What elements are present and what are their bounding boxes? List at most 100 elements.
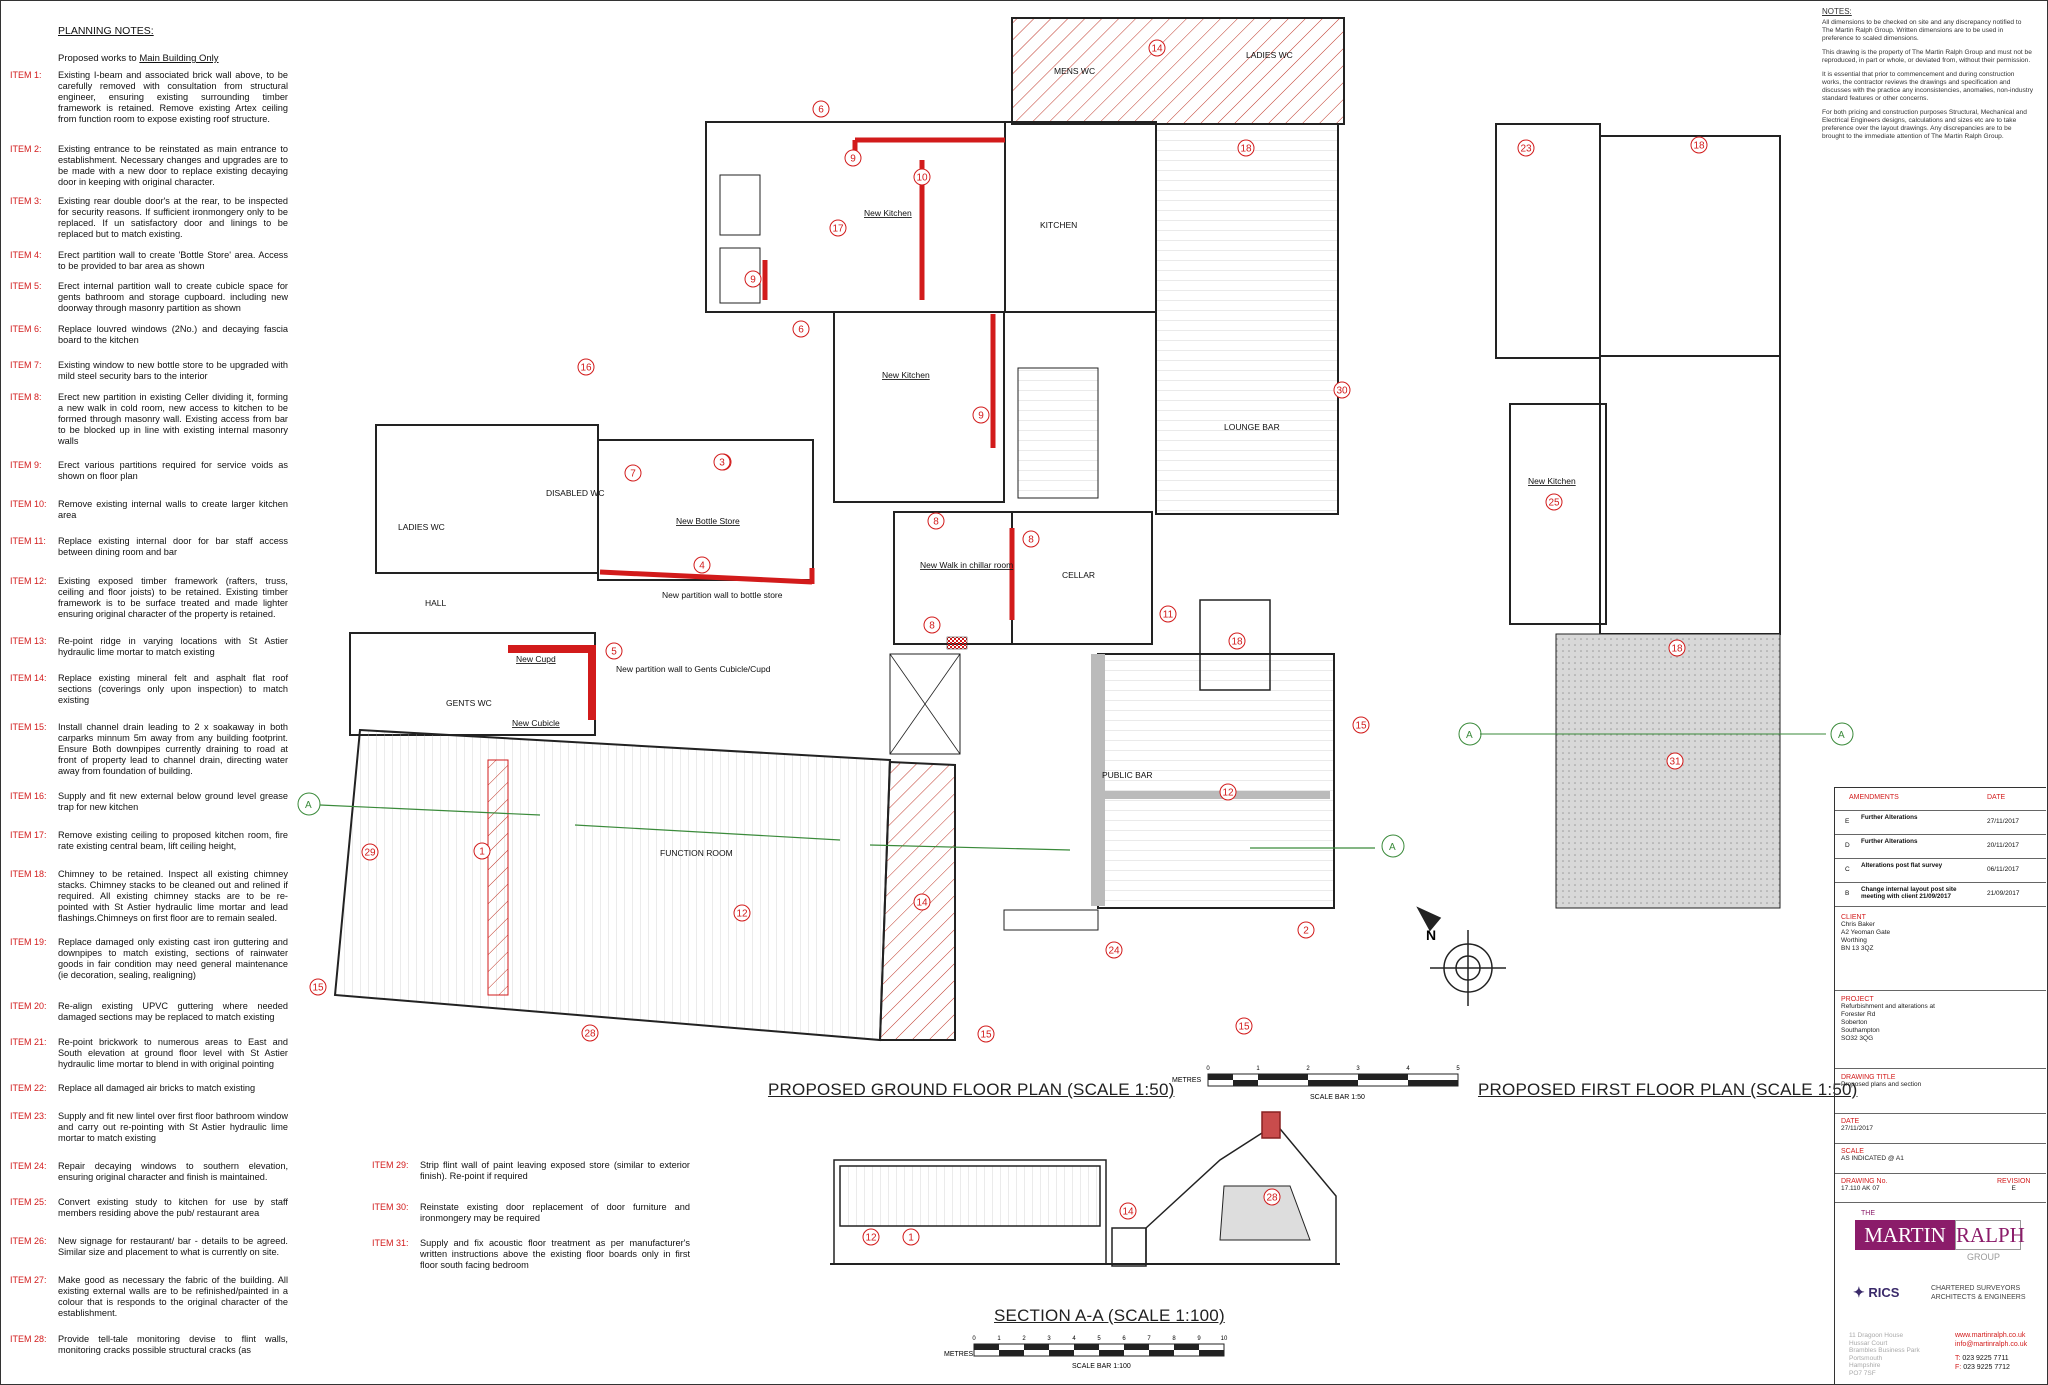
- stair: [1017, 367, 1099, 499]
- firm-line: ARCHITECTS & ENGINEERS: [1931, 1294, 2026, 1301]
- item-bubble: [972, 406, 990, 424]
- drawing-title: Proposed plans and section: [1841, 1081, 1922, 1088]
- room-kitchen: KITCHEN: [1040, 220, 1077, 230]
- item-bubble: [1119, 1202, 1137, 1220]
- item-bubble: [1237, 139, 1255, 157]
- planning-item-text: Erect various partitions required for se…: [58, 460, 288, 481]
- planning-item-text: Chimney to be retained. Inspect all exis…: [58, 869, 288, 923]
- amendment-desc: Alterations post flat survey: [1861, 862, 1943, 869]
- scale-tick-label: 10: [1221, 1336, 1228, 1342]
- item-bubble-number: 8: [933, 517, 939, 528]
- amendment-date: 20/11/2017: [1987, 842, 2020, 849]
- item-bubble-number: 12: [1222, 788, 1234, 799]
- item-bubble-number: 30: [1336, 386, 1348, 397]
- room-new-cubicle: New Cubicle: [512, 718, 560, 728]
- planning-item-label: ITEM 16:: [10, 791, 47, 801]
- ground-floor-title: PROPOSED GROUND FLOOR PLAN (SCALE 1:50): [768, 1080, 1175, 1099]
- logo-martin: MARTIN: [1855, 1220, 1955, 1250]
- item-bubble: [1228, 632, 1246, 650]
- general-note: All dimensions to be checked on site and…: [1822, 19, 2022, 42]
- item-bubble: [361, 843, 379, 861]
- rics-logo: ✦ RICS: [1853, 1284, 1899, 1301]
- item-bubble-number: 10: [916, 173, 928, 184]
- website-link[interactable]: www.martinralph.co.uk: [1955, 1332, 2026, 1339]
- planning-item-text: Supply and fit new lintel over first flo…: [58, 1111, 288, 1143]
- section-marker-a-ff-left: A: [1466, 730, 1473, 741]
- item-bubble-number: 31: [1669, 757, 1681, 768]
- item-bubble-number: 18: [1231, 637, 1243, 648]
- project-line: Forester Rd: [1841, 1011, 1876, 1018]
- mens-ladies-wc-block: [1011, 17, 1345, 125]
- email-link[interactable]: info@martinralph.co.uk: [1955, 1340, 2028, 1348]
- scale-tick-label: 3: [1356, 1066, 1360, 1072]
- planning-item-label: ITEM 14:: [10, 673, 47, 683]
- scale-tick-label: 2: [1306, 1066, 1310, 1072]
- item-bubble: [792, 320, 810, 338]
- item-bubble: [733, 904, 751, 922]
- item-bubble: [1666, 752, 1684, 770]
- scale-tick-label: 9: [1197, 1336, 1201, 1342]
- address-block: 11 Dragoon House Hussar Court Brambles B…: [1849, 1332, 1920, 1377]
- item-bubble-number: 4: [699, 561, 705, 572]
- project-line: SO32 3QG: [1841, 1035, 1874, 1042]
- client-line: Chris Baker: [1841, 921, 1875, 928]
- contact-block: www.martinralph.co.uk info@martinralph.c…: [1955, 1332, 2027, 1372]
- item-bubble: [1148, 39, 1166, 57]
- item-bubble: [581, 1024, 599, 1042]
- toilets-block: [375, 424, 599, 574]
- address-line: Hussar Court: [1849, 1339, 1888, 1347]
- annotation-partition-gents: New partition wall to Gents Cubicle/Cupd: [616, 664, 771, 674]
- planning-item-text: Strip flint wall of paint leaving expose…: [420, 1160, 690, 1181]
- planning-item-label: ITEM 31:: [372, 1238, 409, 1248]
- planning-item-text: Repair decaying windows to southern elev…: [58, 1161, 288, 1182]
- section-marker-a-right: A: [1389, 842, 1396, 853]
- planning-item-label: ITEM 5:: [10, 281, 42, 291]
- drawing-title-label: DRAWING TITLE: [1841, 1074, 1896, 1081]
- scale-tick-label: 1: [997, 1336, 1001, 1342]
- client-line: BN 13 3QZ: [1841, 945, 1874, 952]
- scale-bar-1: [1207, 1073, 1459, 1087]
- scale-tick-label: 1: [1256, 1066, 1260, 1072]
- item-bubble-number: 5: [611, 647, 617, 658]
- kitchen-block: [705, 121, 1157, 313]
- item-bubble-number: 17: [832, 224, 844, 235]
- item-bubble-number: 11: [1163, 610, 1174, 621]
- project-line: Southampton: [1841, 1027, 1880, 1034]
- item-bubble: [693, 556, 711, 574]
- planning-item-label: ITEM 6:: [10, 324, 42, 334]
- room-public-bar: PUBLIC BAR: [1102, 770, 1153, 780]
- item-bubble-number: 7: [630, 469, 636, 480]
- scale-bar-label-2: SCALE BAR 1:100: [1072, 1363, 1131, 1370]
- scale-tick-label: 0: [972, 1336, 976, 1342]
- item-bubble-number: 6: [818, 105, 824, 116]
- planning-item-label: ITEM 19:: [10, 937, 47, 947]
- room-new-cupd: New Cupd: [516, 654, 556, 664]
- planning-item-label: ITEM 30:: [372, 1202, 409, 1212]
- item-bubble-number: 24: [1108, 946, 1120, 957]
- subtitle-prefix: Proposed works to: [58, 53, 140, 64]
- planning-notes-subtitle: Proposed works to Main Building Only: [58, 53, 280, 64]
- item-bubble: [923, 616, 941, 634]
- item-bubble: [1517, 139, 1535, 157]
- planning-item-text: New signage for restaurant/ bar - detail…: [58, 1236, 288, 1257]
- lounge-bar-area: [1155, 123, 1339, 515]
- planning-item-label: ITEM 20:: [10, 1001, 47, 1011]
- project-label: PROJECT: [1841, 996, 1874, 1003]
- item-bubble: [1022, 530, 1040, 548]
- scale-tick-label: 2: [1022, 1336, 1026, 1342]
- item-bubble-number: 23: [1520, 144, 1532, 155]
- planning-item-label: ITEM 10:: [10, 499, 47, 509]
- item-bubble: [1297, 921, 1315, 939]
- item-bubble: [913, 893, 931, 911]
- date-value: 27/11/2017: [1841, 1125, 1874, 1132]
- section-marker-a-ff-right: A: [1838, 730, 1845, 741]
- new-kitchen-2-block: [833, 311, 1005, 503]
- planning-item-text: Re-align existing UPVC guttering where n…: [58, 1001, 288, 1022]
- planning-item-label: ITEM 29:: [372, 1160, 409, 1170]
- rics-icon: ✦: [1853, 1284, 1865, 1300]
- room-labels: MENS WC LADIES WC New Kitchen KITCHEN Ne…: [398, 50, 1293, 858]
- item-bubble-number: 14: [916, 898, 928, 909]
